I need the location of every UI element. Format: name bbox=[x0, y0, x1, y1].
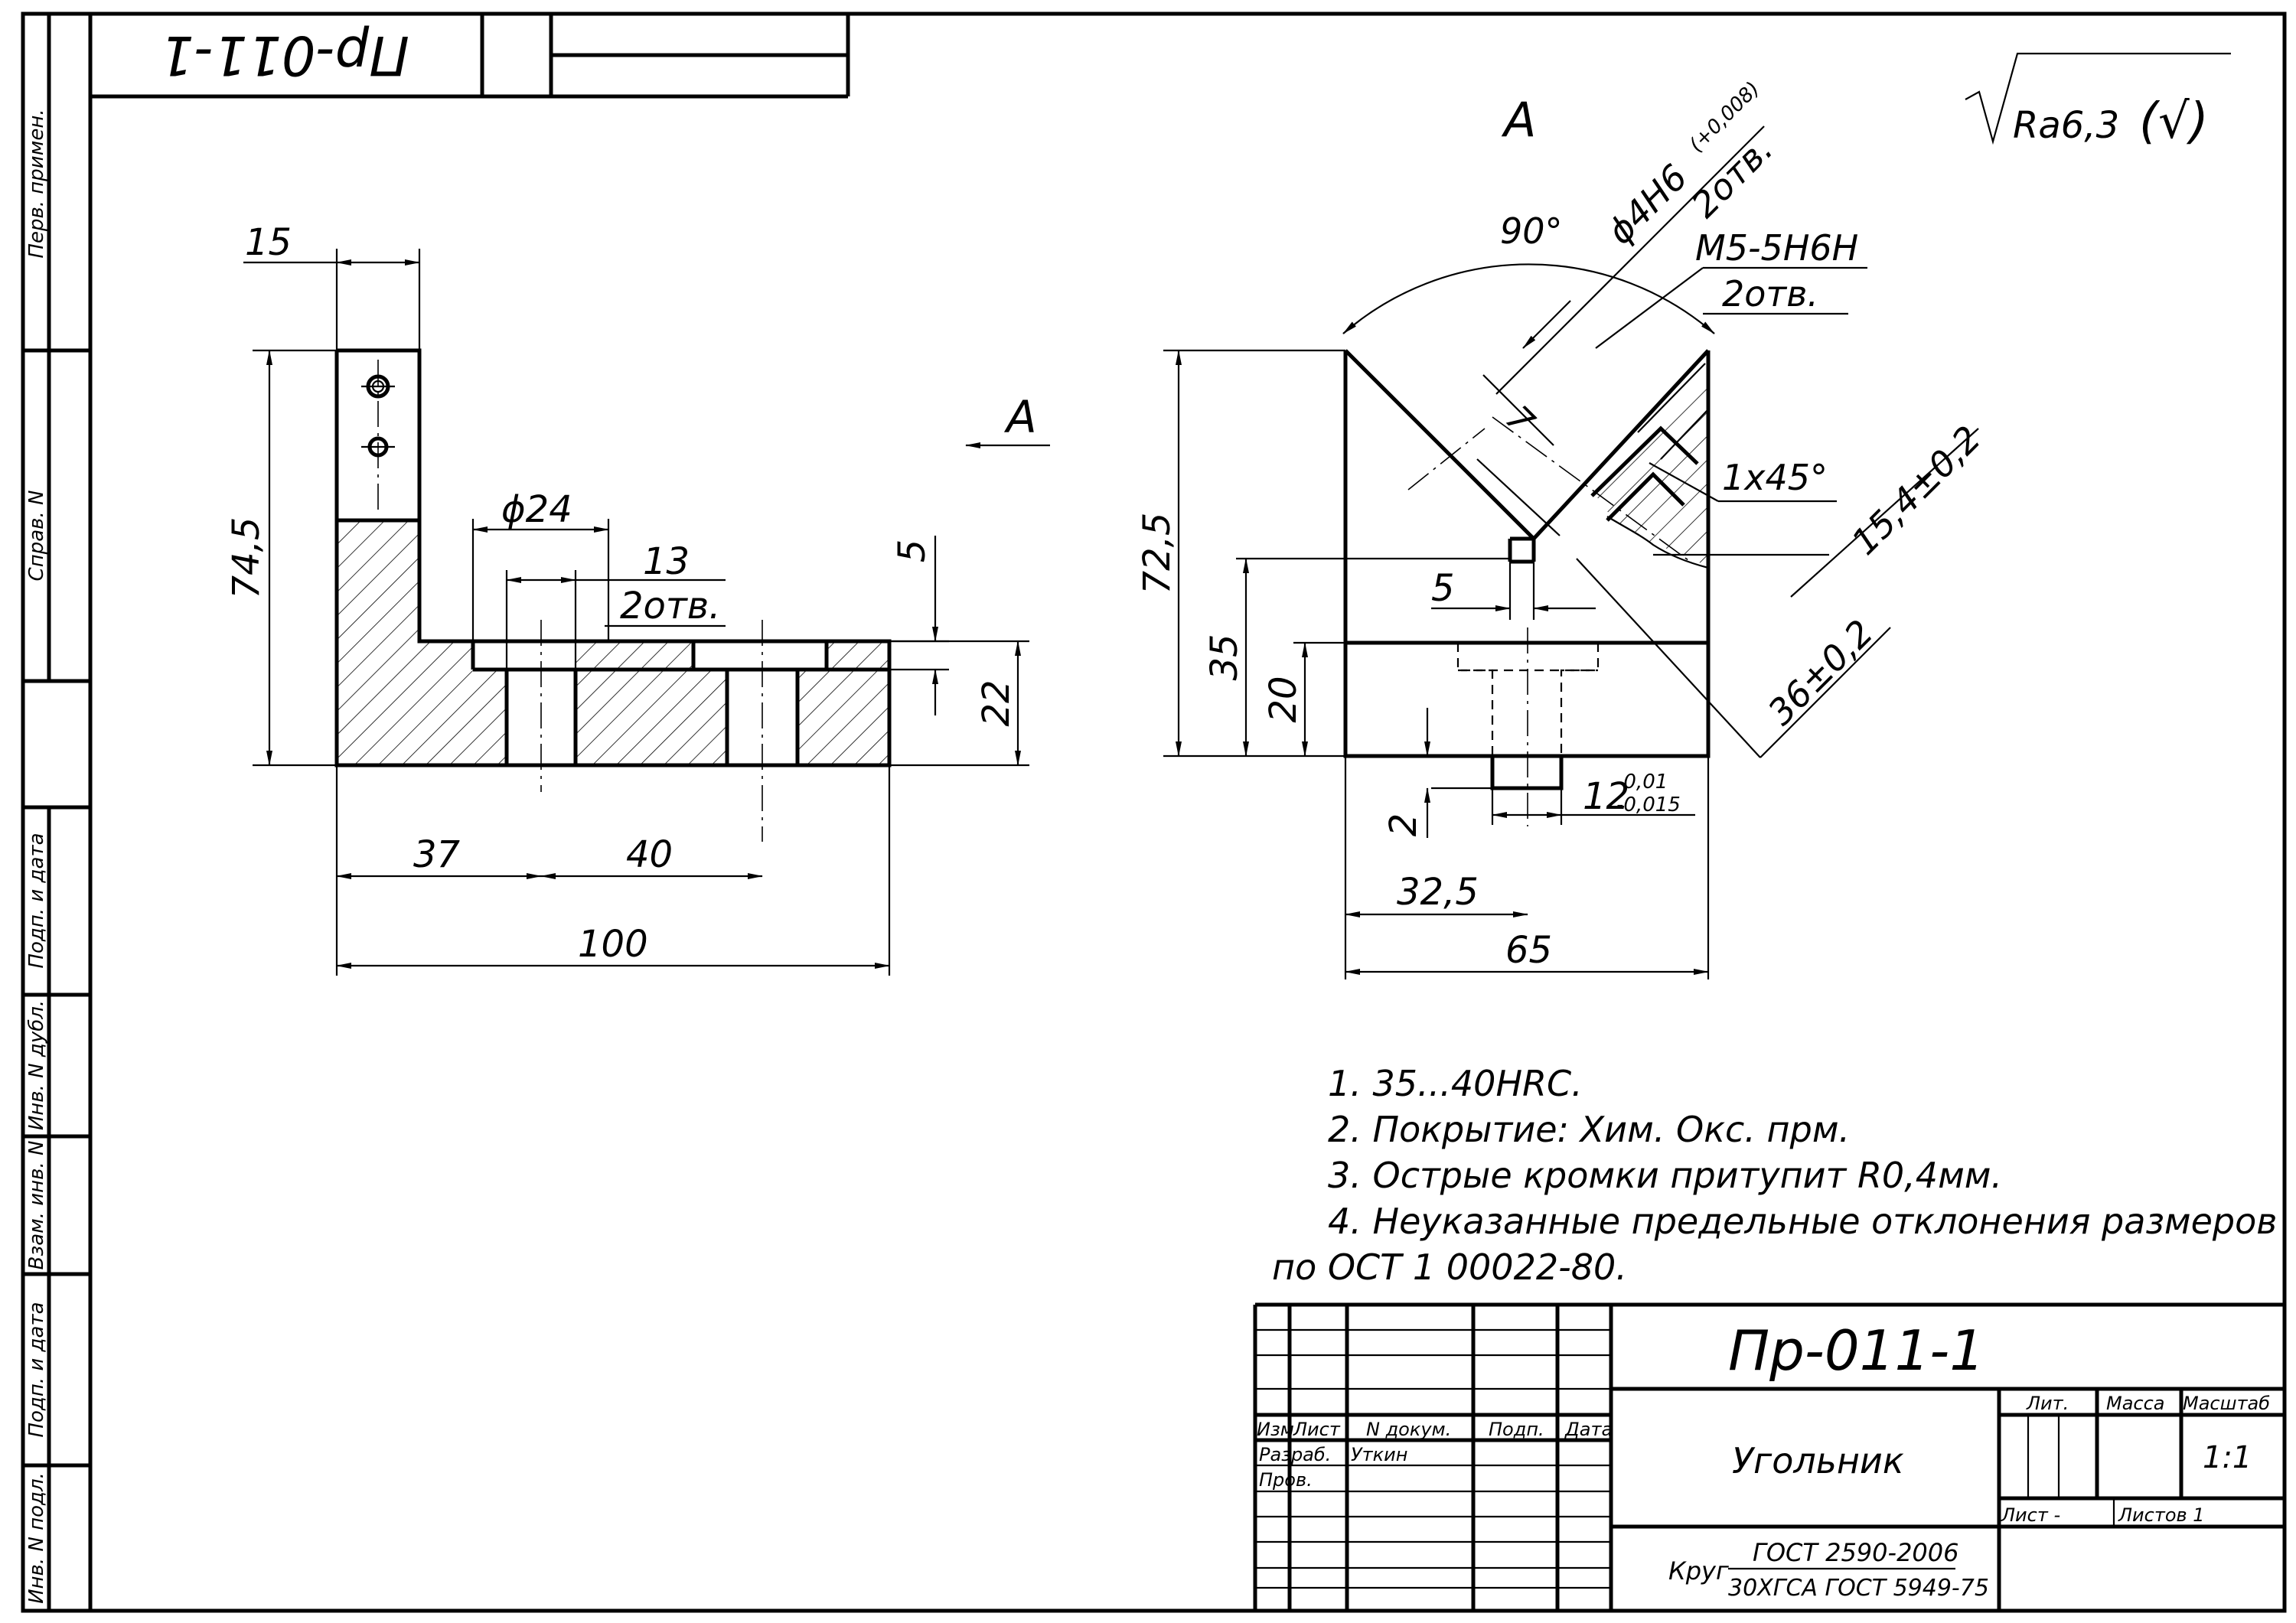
hdr-lit: Лит. bbox=[2026, 1393, 2069, 1414]
dim-2: 2 bbox=[1382, 813, 1425, 837]
dim-12-tol-up: -0,01 bbox=[1616, 771, 1668, 794]
hdr-podp: Подп. bbox=[1489, 1419, 1544, 1440]
dim-35: 35 bbox=[1203, 634, 1246, 680]
note-4: 4. Неуказанные предельные отклонения раз… bbox=[1328, 1201, 2277, 1242]
view-a: А 90° ϕ4H6 (+0,008) 2отв. bbox=[1136, 77, 1988, 979]
title-block: Пр-011-1 Угольник Круг ГОСТ 2590-2006 30… bbox=[1253, 1302, 2285, 1611]
dim-13: 13 bbox=[643, 540, 690, 583]
view-a-title: А bbox=[1501, 92, 1536, 148]
dim-12: 12 bbox=[1583, 775, 1629, 818]
row-prov-label: Пров. bbox=[1259, 1469, 1313, 1491]
hdr-list: Лист bbox=[1293, 1419, 1341, 1440]
stamp-material-top: ГОСТ 2590-2006 bbox=[1753, 1538, 1959, 1567]
dim-100: 100 bbox=[578, 923, 648, 966]
dim-22: 22 bbox=[975, 680, 1018, 726]
dim-20: 20 bbox=[1262, 676, 1305, 722]
dim-13-note: 2отв. bbox=[620, 585, 720, 627]
dim-32-5: 32,5 bbox=[1397, 871, 1479, 914]
stamp-material-prefix: Круг bbox=[1668, 1556, 1729, 1586]
dim-m5: М5-5Н6Н bbox=[1695, 227, 1858, 269]
stamp-material-bottom: 30ХГСА ГОСТ 5949-75 bbox=[1728, 1575, 1989, 1602]
dim-40: 40 bbox=[626, 833, 673, 876]
dim-74-5: 74,5 bbox=[225, 517, 268, 599]
dim-90-deg: 90° bbox=[1500, 210, 1563, 252]
strip-podp-data-1: Подп. и дата bbox=[25, 833, 48, 968]
stamp-sheet: Лист - bbox=[2001, 1504, 2060, 1526]
dim-37: 37 bbox=[413, 833, 461, 876]
stamp-designation: Пр-011-1 bbox=[1728, 1318, 1985, 1383]
stamp-scale: 1:1 bbox=[2203, 1440, 2252, 1475]
roughness-value: Ra6,3 bbox=[2013, 104, 2119, 147]
view-arrow-label: А bbox=[1003, 391, 1037, 443]
hdr-data: Дата bbox=[1564, 1419, 1613, 1440]
roughness-symbol: Ra6,3 (√) bbox=[1965, 52, 2231, 150]
note-4-cont: по ОСТ 1 00022-80. bbox=[1272, 1247, 1627, 1288]
strip-inv-n-podl: Инв. N подл. bbox=[25, 1472, 48, 1604]
row-razrab-name: Уткин bbox=[1351, 1444, 1407, 1465]
strip-sprav-n: Справ. N bbox=[25, 490, 48, 582]
stamp-name: Угольник bbox=[1732, 1440, 1904, 1481]
sheet-frame bbox=[21, 11, 2287, 1613]
front-view-dimensions: 15 74,5 ϕ24 13 2отв. 5 22 3 bbox=[225, 221, 1050, 976]
hdr-massa: Масса bbox=[2106, 1393, 2165, 1414]
row-razrab-label: Разраб. bbox=[1259, 1444, 1331, 1465]
left-strip: Перв. примен. Справ. N Подп. и дата Инв.… bbox=[23, 14, 90, 1611]
note-3: 3. Острые кромки притупит R0,4мм. bbox=[1328, 1155, 2002, 1196]
designation-rotated: Пр-011-1 bbox=[160, 24, 409, 86]
top-designation-box: Пр-011-1 bbox=[160, 14, 850, 96]
dim-5-right: 5 bbox=[1431, 567, 1455, 610]
dim-15-4: 15,4±0,2 bbox=[1844, 418, 1989, 563]
note-2: 2. Покрытие: Хим. Окс. прм. bbox=[1328, 1109, 1850, 1150]
dim-5-left: 5 bbox=[891, 539, 934, 563]
dim-36: 36±0,2 bbox=[1760, 611, 1881, 733]
dim-phi-4h6: ϕ4H6 bbox=[1600, 156, 1695, 252]
dim-chamfer: 1x45° bbox=[1722, 457, 1828, 498]
strip-podp-data-2: Подп. и дата bbox=[25, 1302, 48, 1437]
stamp-sheets: Листов 1 bbox=[2118, 1504, 2205, 1526]
dim-15: 15 bbox=[245, 221, 292, 264]
hdr-ndokum: N докум. bbox=[1366, 1419, 1451, 1440]
dim-65: 65 bbox=[1505, 929, 1552, 972]
note-1: 1. 35...40HRC. bbox=[1328, 1063, 1583, 1104]
dim-72-5: 72,5 bbox=[1136, 513, 1179, 595]
strip-perv-primen: Перв. примен. bbox=[25, 109, 48, 258]
dim-12-tol-low: -0,015 bbox=[1616, 794, 1681, 816]
dim-7: 7 bbox=[1498, 397, 1543, 442]
strip-vzam-inv-n: Взам. инв. N bbox=[25, 1141, 48, 1270]
hdr-izm: Изм bbox=[1257, 1419, 1294, 1440]
dim-phi-24: ϕ24 bbox=[501, 488, 572, 531]
front-view bbox=[334, 348, 892, 842]
technical-notes: 1. 35...40HRC. 2. Покрытие: Хим. Окс. пр… bbox=[1272, 1063, 2277, 1288]
strip-inv-n-dubl: Инв. N дубл. bbox=[25, 1000, 48, 1130]
dim-m5-note: 2отв. bbox=[1722, 273, 1818, 314]
roughness-suffix: (√) bbox=[2139, 93, 2209, 150]
hdr-masshtab: Масштаб bbox=[2183, 1393, 2270, 1414]
